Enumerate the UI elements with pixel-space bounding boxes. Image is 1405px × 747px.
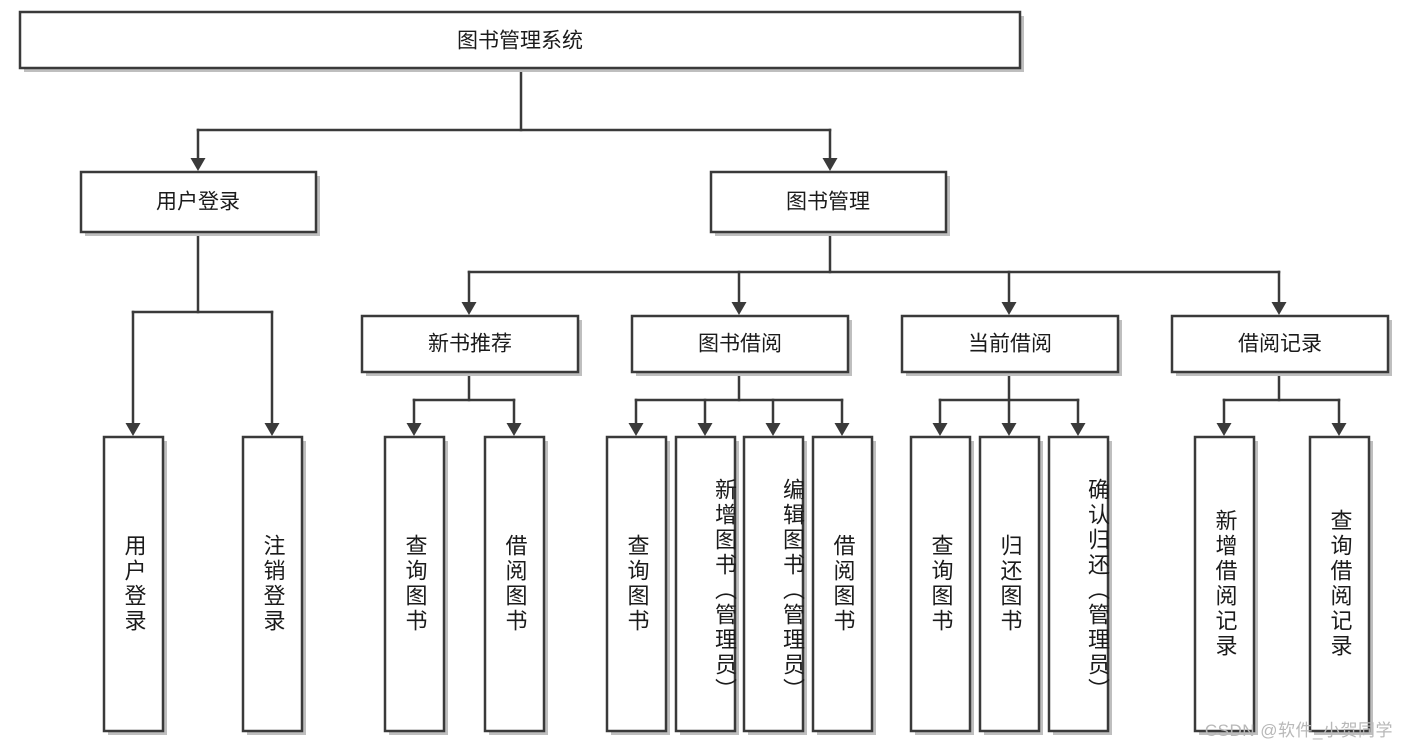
node-borrow-record-label: 借阅记录 (1238, 333, 1322, 356)
connector-borrowrecord-to-leaves (1216, 373, 1347, 436)
node-borrow-record[interactable]: 借阅记录 (1170, 314, 1392, 376)
node-book-borrow[interactable]: 图书借阅 (630, 314, 852, 376)
leaf-new-book-recommend-1[interactable] (483, 435, 548, 735)
leaf-book-borrow-2[interactable] (742, 435, 807, 735)
node-new-book-recommend-label: 新书推荐 (428, 333, 512, 356)
node-book-management-label: 图书管理 (786, 191, 870, 214)
leaf-book-borrow-1[interactable] (674, 435, 739, 735)
leaf-current-borrow-2[interactable] (1047, 435, 1112, 735)
node-current-borrow[interactable]: 当前借阅 (900, 314, 1122, 376)
leaf-current-borrow-0[interactable] (909, 435, 974, 735)
node-root[interactable]: 图书管理系统 (18, 10, 1024, 72)
leaf-current-borrow-1[interactable] (978, 435, 1043, 735)
node-root-label: 图书管理系统 (457, 30, 583, 53)
leaf-borrow-record-1[interactable] (1308, 435, 1373, 735)
node-current-borrow-label: 当前借阅 (968, 333, 1052, 356)
connector-userlogin-to-leaves (125, 230, 280, 436)
connector-currentborrow-to-leaves (932, 373, 1086, 436)
node-new-book-recommend[interactable]: 新书推荐 (360, 314, 582, 376)
node-user-login[interactable]: 用户登录 (79, 170, 320, 236)
leaf-new-book-recommend-0[interactable] (383, 435, 448, 735)
node-user-login-label: 用户登录 (156, 191, 240, 214)
node-book-borrow-label: 图书借阅 (698, 333, 782, 356)
connector-root-to-level2 (190, 66, 838, 171)
leaf-borrow-record-0[interactable] (1193, 435, 1258, 735)
node-book-management[interactable]: 图书管理 (709, 170, 950, 236)
leaf-user-login-0[interactable] (102, 435, 167, 735)
connector-bookmgmt-to-level3 (461, 230, 1287, 315)
connector-newbook-to-leaves (406, 373, 522, 436)
leaf-book-borrow-0[interactable] (605, 435, 670, 735)
leaf-user-login-1[interactable] (241, 435, 306, 735)
watermark: CSDN @软件_小贺同学 (1204, 721, 1393, 740)
leaf-book-borrow-3[interactable] (811, 435, 876, 735)
connector-bookborrow-to-leaves (628, 373, 850, 436)
